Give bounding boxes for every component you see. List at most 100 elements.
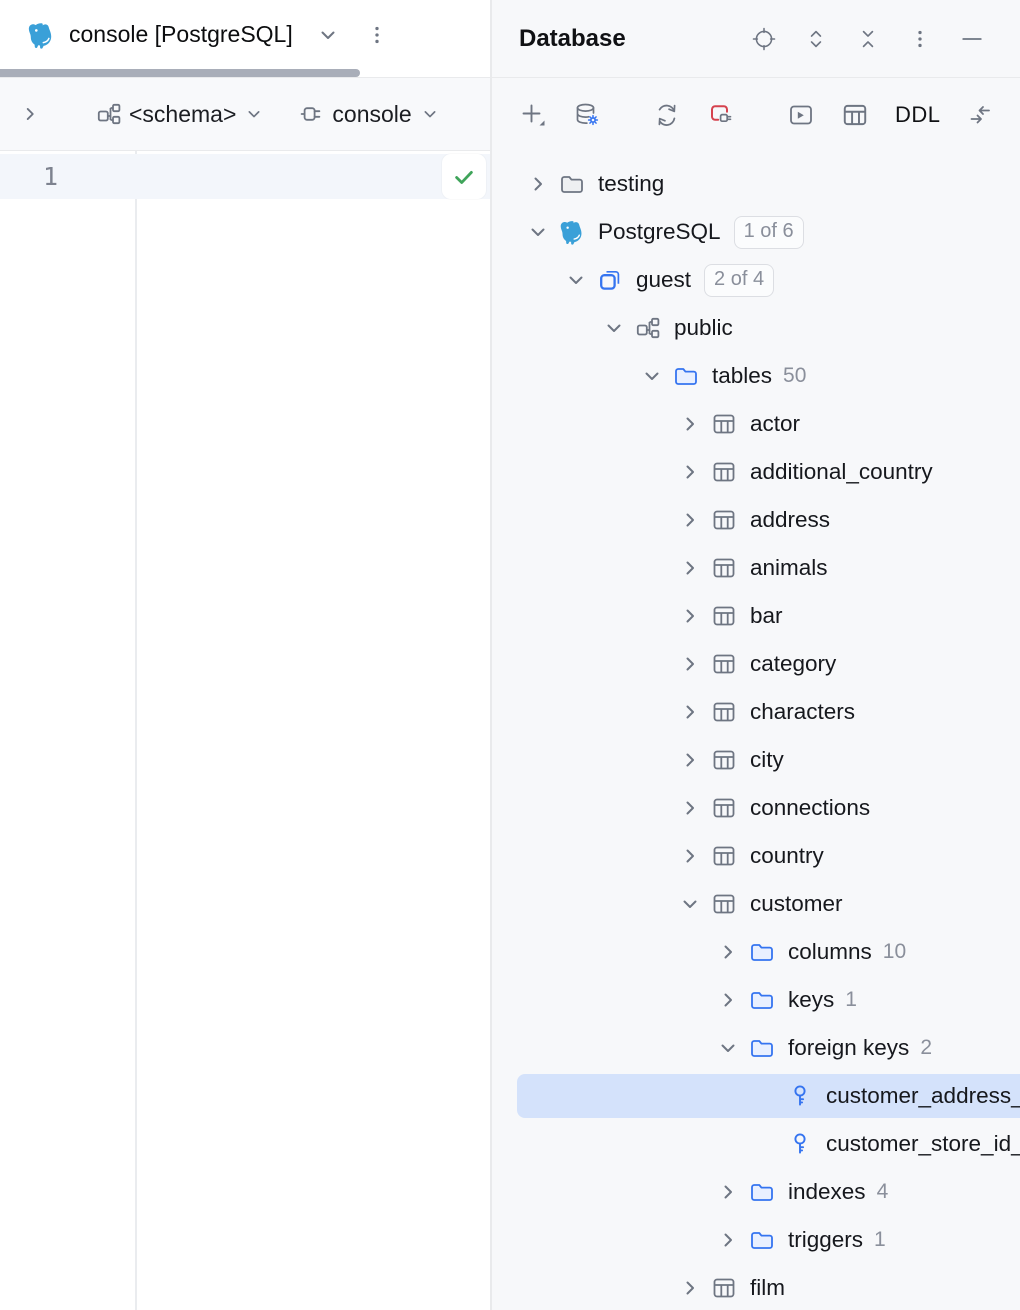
new-data-source-icon[interactable] xyxy=(519,101,547,129)
console-toolbar: <schema> console xyxy=(0,78,490,151)
more-options-kebab-icon[interactable] xyxy=(908,27,932,51)
tree-row[interactable]: keys 1 xyxy=(492,976,1020,1024)
chevron-icon[interactable] xyxy=(715,1179,741,1205)
tree-node-label: tables xyxy=(712,363,773,388)
tree-row[interactable]: actor xyxy=(492,400,1020,448)
tree-row[interactable]: indexes 4 xyxy=(492,1168,1020,1216)
hide-tool-window-icon[interactable] xyxy=(960,27,984,51)
tab-options-kebab-icon[interactable] xyxy=(365,23,389,47)
chevron-icon[interactable] xyxy=(677,699,703,725)
chevron-icon[interactable] xyxy=(677,411,703,437)
tree-row[interactable]: animals xyxy=(492,544,1020,592)
tree-row[interactable]: PostgreSQL 1 of 6 xyxy=(492,208,1020,256)
chevron-icon[interactable] xyxy=(677,891,703,917)
tree-row[interactable]: columns 10 xyxy=(492,928,1020,976)
editor-pane: console [PostgreSQL] <schema> console 1 xyxy=(0,0,490,1310)
table-icon xyxy=(711,507,737,533)
tree-row[interactable]: additional_country xyxy=(492,448,1020,496)
code-editor[interactable]: 1 xyxy=(0,151,490,1310)
tab-strip-scrollbar[interactable] xyxy=(0,69,360,77)
tree-row[interactable]: address xyxy=(492,496,1020,544)
collapse-all-icon[interactable] xyxy=(856,27,880,51)
tree-row[interactable]: customer xyxy=(492,880,1020,928)
tree-row[interactable]: tables 50 xyxy=(492,352,1020,400)
chevron-icon[interactable] xyxy=(715,1035,741,1061)
expand-all-icon[interactable] xyxy=(804,27,828,51)
chevron-icon[interactable] xyxy=(563,267,589,293)
ddl-button[interactable]: DDL xyxy=(895,102,941,127)
data-source-properties-icon[interactable] xyxy=(573,101,601,129)
chevron-icon[interactable] xyxy=(677,747,703,773)
key-icon xyxy=(787,1083,813,1109)
table-icon xyxy=(711,651,737,677)
chevron-icon[interactable] xyxy=(677,1275,703,1301)
tree-row[interactable]: bar xyxy=(492,592,1020,640)
refresh-icon[interactable] xyxy=(653,101,681,129)
tree-row[interactable]: category xyxy=(492,640,1020,688)
chevron-icon[interactable] xyxy=(677,843,703,869)
jump-arrows-icon[interactable] xyxy=(967,101,995,129)
database-icon xyxy=(597,267,623,293)
tree-row[interactable]: characters xyxy=(492,688,1020,736)
chevron-icon[interactable] xyxy=(715,939,741,965)
chevron-icon[interactable] xyxy=(677,651,703,677)
chevron-icon[interactable] xyxy=(677,507,703,533)
jump-to-query-console-icon[interactable] xyxy=(787,101,815,129)
tab-title: console [PostgreSQL] xyxy=(69,21,293,47)
chevron-icon[interactable] xyxy=(677,555,703,581)
chevron-icon[interactable] xyxy=(601,315,627,341)
database-toolbar: DDL xyxy=(492,78,1020,152)
tree-row[interactable]: testing xyxy=(492,160,1020,208)
tree-node-label: category xyxy=(750,651,837,676)
chevron-icon[interactable] xyxy=(677,795,703,821)
tree-node-label: keys xyxy=(788,987,835,1012)
chevron-icon[interactable] xyxy=(677,603,703,629)
tree-node-label: indexes xyxy=(788,1179,866,1204)
table-icon xyxy=(711,795,737,821)
expand-toolbar-chevron-icon[interactable] xyxy=(18,102,42,126)
tree-node-label: characters xyxy=(750,699,856,724)
tree-row[interactable]: guest 2 of 4 xyxy=(492,256,1020,304)
tree-row[interactable]: country xyxy=(492,832,1020,880)
tree-node-label: country xyxy=(750,843,824,868)
tree-node-label: additional_country xyxy=(750,459,933,484)
tree-row[interactable]: customer_store_id_fkey xyxy=(492,1120,1020,1168)
table-icon xyxy=(711,459,737,485)
schema-selector-value: <schema> xyxy=(129,100,237,127)
disconnect-icon[interactable] xyxy=(707,101,735,129)
chevron-icon[interactable] xyxy=(525,219,551,245)
key-icon xyxy=(787,1131,813,1157)
session-selector-value: console xyxy=(332,100,412,127)
folder-blue-icon xyxy=(749,1179,775,1205)
tree-node-label: columns xyxy=(788,939,872,964)
child-count: 2 xyxy=(920,1036,932,1059)
inspections-ok-widget[interactable] xyxy=(442,154,486,199)
chevron-icon[interactable] xyxy=(525,171,551,197)
tree-node-label: public xyxy=(674,315,733,340)
tree-row[interactable]: foreign keys 2 xyxy=(492,1024,1020,1072)
tab-console-postgresql[interactable]: console [PostgreSQL] xyxy=(26,21,293,49)
tab-list-chevron-down-icon[interactable] xyxy=(315,22,341,48)
tree-node-label: actor xyxy=(750,411,801,436)
plug-icon xyxy=(299,101,325,127)
tree-node-label: customer_address_id_fkey xyxy=(826,1083,1020,1108)
tree-row[interactable]: public xyxy=(492,304,1020,352)
editor-tab-bar: console [PostgreSQL] xyxy=(0,0,490,78)
tree-row[interactable]: connections xyxy=(492,784,1020,832)
chevron-icon[interactable] xyxy=(715,1227,741,1253)
chevron-icon[interactable] xyxy=(715,987,741,1013)
locate-icon[interactable] xyxy=(752,27,776,51)
tree-node-label: guest xyxy=(636,267,692,292)
tree-row[interactable]: triggers 1 xyxy=(492,1216,1020,1264)
session-selector[interactable]: console xyxy=(299,101,440,128)
tree-row[interactable]: customer_address_id_fkey xyxy=(492,1072,1020,1120)
chevron-icon[interactable] xyxy=(677,459,703,485)
chevron-icon[interactable] xyxy=(639,363,665,389)
schema-selector[interactable]: <schema> xyxy=(96,101,265,128)
child-count: 4 xyxy=(876,1180,889,1203)
folder-blue-icon xyxy=(749,987,775,1013)
tree-row[interactable]: city xyxy=(492,736,1020,784)
tree-row[interactable]: film xyxy=(492,1264,1020,1310)
child-count: 1 xyxy=(874,1228,886,1251)
table-view-icon[interactable] xyxy=(841,101,869,129)
